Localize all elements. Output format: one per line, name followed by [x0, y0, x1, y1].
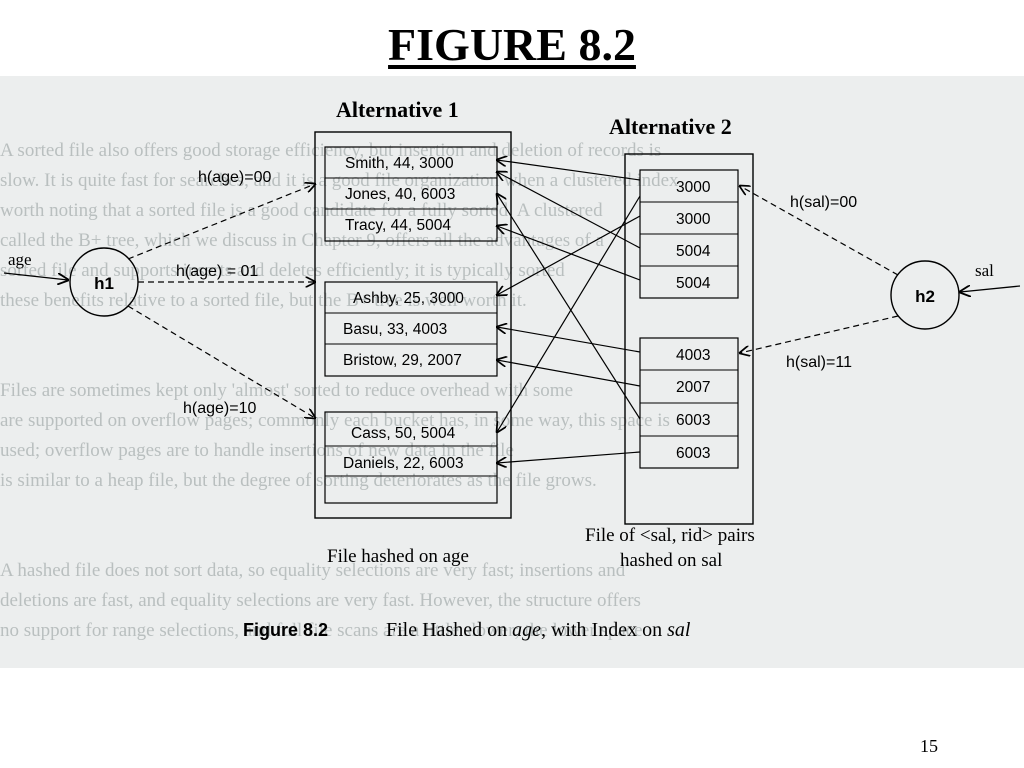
- data-record: Jones, 40, 6003: [345, 186, 455, 203]
- hash-sal-bucket0-label: h(sal)=00: [790, 194, 857, 211]
- hash-age-bucket2-label: h(age)=10: [183, 400, 256, 417]
- data-record: Smith, 44, 3000: [345, 155, 454, 172]
- svg-text:A sorted file also offers good: A sorted file also offers good storage e…: [0, 140, 661, 161]
- figure-caption-text: File Hashed on: [386, 619, 512, 641]
- data-record: Tracy, 44, 5004: [345, 217, 451, 234]
- data-record: Ashby, 25, 3000: [353, 290, 464, 307]
- index-entry: 4003: [676, 347, 710, 364]
- slide-title: FIGURE 8.2: [388, 19, 636, 70]
- age-input-arrow: [3, 272, 68, 280]
- figure-caption: Figure 8.2 File Hashed on age, with Inde…: [243, 619, 691, 641]
- index-entry: 2007: [676, 379, 710, 396]
- data-record: Bristow, 29, 2007: [343, 352, 462, 369]
- h2-label: h2: [915, 287, 935, 306]
- index-entry: 6003: [676, 445, 710, 462]
- svg-text:deletions are fast, and equali: deletions are fast, and equality selecti…: [0, 590, 641, 611]
- page-number: 15: [920, 736, 938, 756]
- figure-caption-sal: sal: [667, 619, 691, 641]
- svg-text:used; overflow pages are to ha: used; overflow pages are to handle inser…: [0, 440, 514, 461]
- data-record: Cass, 50, 5004: [351, 425, 456, 442]
- hash-age-bucket1-label: h(age) = 01: [176, 263, 258, 280]
- data-bucket-00: Smith, 44, 3000 Jones, 40, 6003 Tracy, 4…: [324, 146, 498, 242]
- svg-text:are supported on overflow page: are supported on overflow pages; commonl…: [0, 410, 670, 431]
- h2-arrow-bucket-11: [740, 315, 899, 353]
- h1-arrow-bucket-00: [127, 184, 315, 260]
- index-entry: 5004: [676, 243, 711, 260]
- sal-input-arrow: [960, 286, 1021, 292]
- rid-pointer-arrows: [497, 160, 641, 463]
- svg-text:sorted file and supports inser: sorted file and supports inserts and del…: [0, 260, 565, 281]
- svg-text:worth noting that a sorted fil: worth noting that a sorted file is a goo…: [0, 200, 603, 221]
- index-file-caption-line1: File of <sal, rid> pairs: [585, 525, 755, 546]
- bleed-through-text: A sorted file also offers good storage e…: [0, 140, 679, 641]
- svg-text:slow. It is quite fast for sea: slow. It is quite fast for searches, and…: [0, 170, 679, 191]
- age-label: age: [8, 250, 32, 269]
- index-entry: 6003: [676, 412, 710, 429]
- index-bucket-00: 3000 3000 5004 5004: [639, 169, 739, 299]
- sal-label: sal: [975, 261, 994, 280]
- index-bucket-11: 4003 2007 6003 6003: [639, 337, 739, 469]
- index-entry: 3000: [676, 211, 711, 228]
- index-entry: 3000: [676, 179, 711, 196]
- svg-text:is similar to a heap file, but: is similar to a heap file, but the degre…: [0, 470, 597, 491]
- index-file-hashed-on-sal: 3000 3000 5004 5004 4003 2007 6003 6003: [624, 153, 754, 525]
- h1-arrow-bucket-10: [127, 305, 315, 418]
- svg-text:File Hashed on age, with Index: File Hashed on age, with Index on sal: [386, 619, 691, 641]
- figure-diagram: A sorted file also offers good storage e…: [0, 97, 1021, 641]
- data-record: Basu, 33, 4003: [343, 321, 447, 338]
- index-file-caption-line2: hashed on sal: [620, 550, 722, 571]
- h2-arrow-bucket-00: [740, 186, 899, 276]
- h1-label: h1: [94, 274, 114, 293]
- svg-text:called the B+ tree, which we d: called the B+ tree, which we discuss in …: [0, 230, 604, 251]
- index-entry: 5004: [676, 275, 711, 292]
- data-record: Daniels, 22, 6003: [343, 455, 464, 472]
- scanned-figure-background: [0, 76, 1024, 668]
- figure-number: Figure 8.2: [243, 620, 328, 640]
- svg-text:no support for range selection: no support for range selections, and ful…: [0, 620, 643, 641]
- data-file-hashed-on-age: Smith, 44, 3000 Jones, 40, 6003 Tracy, 4…: [314, 131, 512, 519]
- data-bucket-01: Ashby, 25, 3000 Basu, 33, 4003 Bristow, …: [324, 281, 498, 377]
- hash-age-bucket0-label: h(age)=00: [198, 169, 271, 186]
- alternative-2-label: Alternative 2: [609, 114, 732, 139]
- svg-text:Files are sometimes kept only: Files are sometimes kept only 'almost' s…: [0, 380, 573, 401]
- svg-text:A hashed file does not sort da: A hashed file does not sort data, so equ…: [0, 560, 626, 581]
- data-bucket-10: Cass, 50, 5004 Daniels, 22, 6003: [324, 411, 498, 504]
- svg-text:these benefits relative to a s: these benefits relative to a sorted file…: [0, 290, 527, 311]
- data-file-caption: File hashed on age: [327, 546, 469, 567]
- figure-caption-text: , with Index on: [541, 619, 667, 641]
- hash-sal-bucket1-label: h(sal)=11: [786, 354, 852, 371]
- alternative-1-label: Alternative 1: [336, 97, 459, 122]
- figure-caption-age: age: [512, 619, 541, 641]
